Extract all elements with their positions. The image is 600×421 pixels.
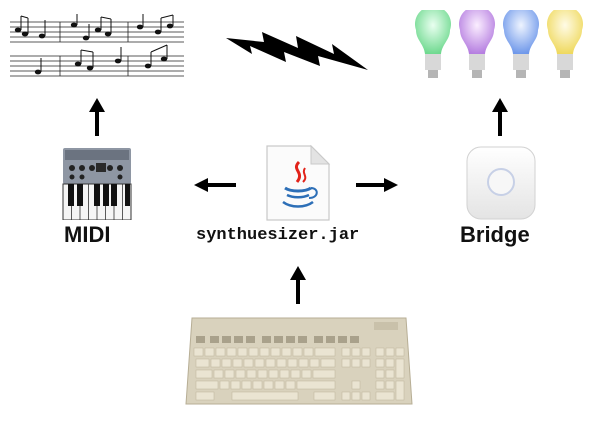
smart-bulbs-icon [412,10,588,82]
hue-bridge-icon [466,146,536,220]
arrow-up-from-keyboard [290,266,306,304]
jar-filename-label: synthuesizer.jar [196,226,360,245]
bridge-label: Bridge [460,222,530,247]
arrow-up-to-bulbs [492,98,508,136]
java-file-icon [265,144,331,222]
arrow-up-to-sheet-music [89,98,105,136]
midi-label: MIDI [64,222,111,247]
computer-keyboard-icon [184,314,414,410]
sheet-music-icon [8,14,186,84]
wireless-lightning-icon [226,24,368,76]
arrow-left-to-midi [194,178,236,192]
arrow-right-to-bridge [356,178,398,192]
synthesizer-keyboard-icon [62,146,132,220]
